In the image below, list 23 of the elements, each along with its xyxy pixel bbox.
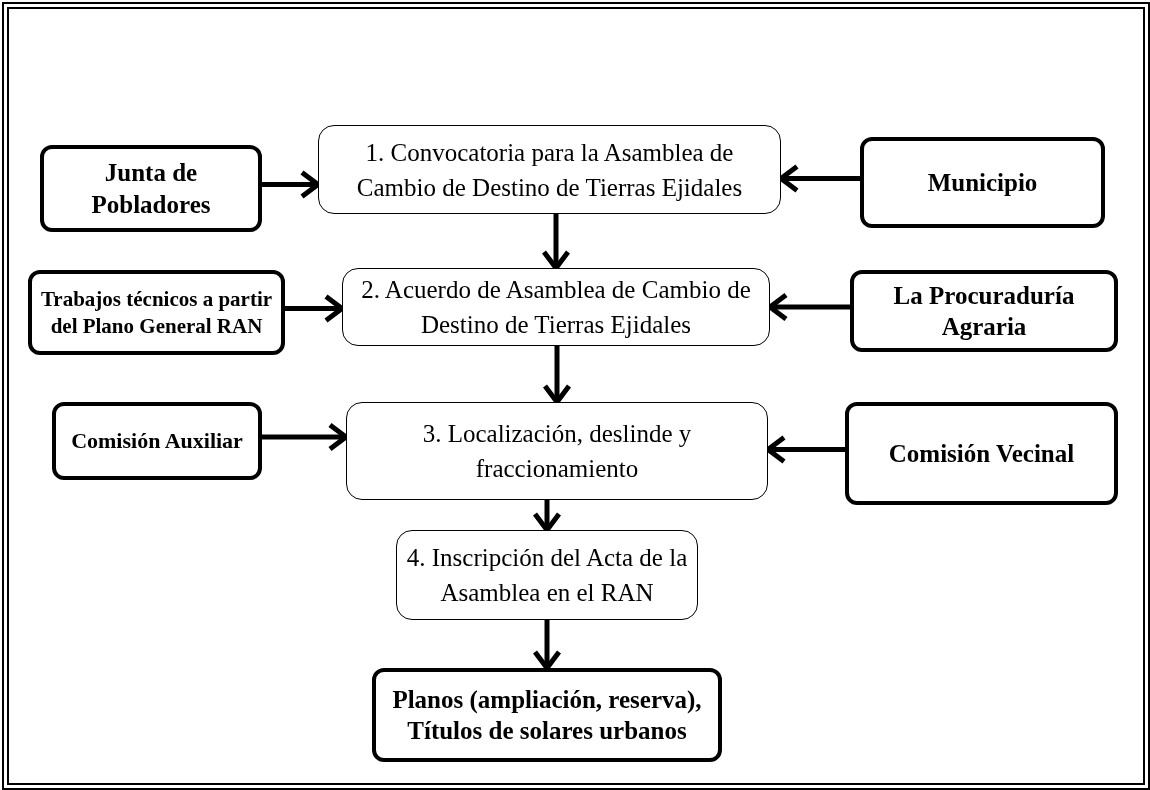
box-label: Municipio: [926, 167, 1039, 198]
process-box: [396, 530, 698, 620]
box-label: La Procuraduría Agraria: [892, 280, 1076, 342]
box-label: 4. Inscripción del Acta de la Asamblea en el RAN: [405, 543, 689, 608]
arrow: [532, 620, 562, 671]
box-label: Comisión Auxiliar: [70, 427, 244, 455]
process-box: [318, 125, 781, 214]
box-label: 1. Convocatoria para la Asamblea de Cambio de Destino de Tierras Ejidales: [355, 137, 744, 203]
box-label: 2. Acuerdo de Asamblea de Cambio de Destino de Tierras Ejidales: [360, 275, 752, 340]
box-label: Trabajos técnicos a partir del Plano General RAN: [39, 286, 274, 339]
process-box: [346, 402, 768, 500]
process-box: [342, 268, 770, 346]
actor-box: [372, 668, 722, 762]
box-label: Planos (ampliación, reserva), Títulos de solares urbanos: [391, 684, 703, 746]
actor-box: [845, 402, 1118, 505]
actor-box: [850, 270, 1118, 352]
actor-box: [52, 402, 262, 480]
actor-box: [860, 137, 1105, 228]
box-label: Comisión Vecinal: [887, 438, 1076, 469]
box-label: 3. Localización, deslinde y fraccionamiento: [421, 419, 693, 484]
actor-box: [28, 270, 285, 355]
actor-box: [40, 145, 262, 232]
box-label: Junta de Pobladores: [90, 158, 212, 220]
